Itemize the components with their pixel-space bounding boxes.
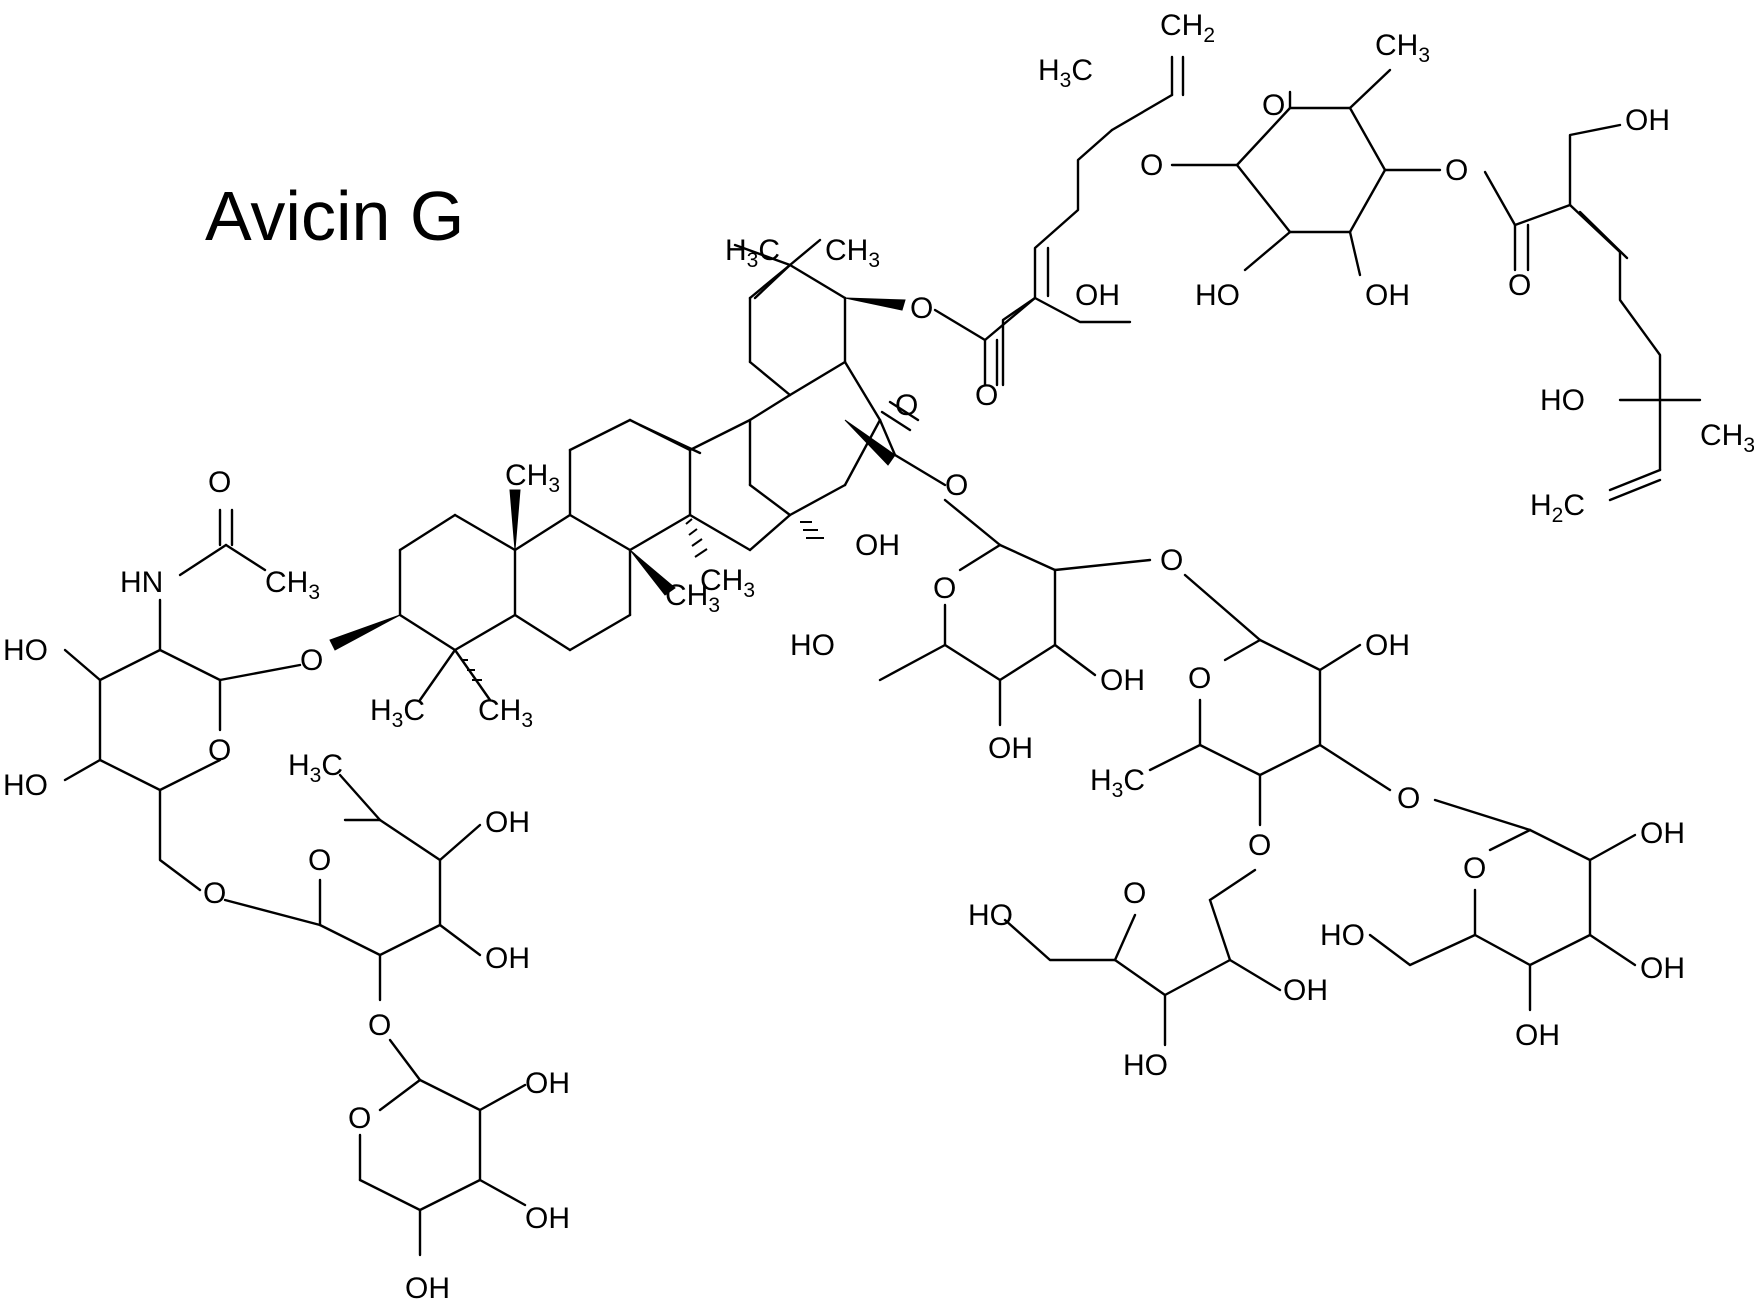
- label-oh-ch2-right: OH: [1625, 104, 1670, 137]
- label-ch3-c8: CH3: [505, 459, 560, 497]
- label-o-glc-ring: O: [933, 572, 956, 605]
- label-ch3-right-chain: CH3: [1700, 419, 1754, 457]
- label-o-link-xyl: O: [368, 1009, 391, 1042]
- label-ho-glcnac-a: HO: [3, 634, 48, 667]
- label-o-link-left: O: [203, 877, 226, 910]
- label-ch3-c14a: CH3: [700, 564, 755, 602]
- label-oh-glc-a: OH: [1100, 664, 1145, 697]
- label-ch3-top: CH3: [1375, 29, 1430, 67]
- label-ch3-acetyl: CH3: [265, 566, 320, 604]
- label-o-ring1: O: [1262, 89, 1285, 122]
- label-hn: HN: [120, 566, 163, 599]
- label-ho-glc-ch2: HO: [790, 629, 835, 662]
- label-oh-glc2-c: OH: [1515, 1019, 1560, 1052]
- label-ho-glcnac-b: HO: [3, 769, 48, 802]
- label-o-link-glc2: O: [1397, 782, 1420, 815]
- label-h2c-right-chain: H2C: [1530, 489, 1585, 527]
- label-o-ring1-ester: O: [1445, 154, 1468, 187]
- label-ho-ara-ch2: HO: [968, 899, 1013, 932]
- label-o-rha-right-ring: O: [1188, 662, 1211, 695]
- label-o-glc2-ring: O: [1463, 852, 1486, 885]
- label-o-vinyl: O: [1140, 149, 1163, 182]
- label-oh-rha-left-b: OH: [485, 942, 530, 975]
- label-h3c-rha-left: H3C: [288, 749, 343, 787]
- label-oh-xyl-c: OH: [405, 1272, 450, 1305]
- label-oh-c16: OH: [855, 529, 900, 562]
- label-oh-rha-left-a: OH: [485, 806, 530, 839]
- label-o-link-glc-rha: O: [1160, 544, 1183, 577]
- compound-title: Avicin G: [205, 177, 464, 255]
- label-h3c-e-ring: H3C: [725, 234, 780, 272]
- label-h3c-rha-right: H3C: [1090, 764, 1145, 802]
- label-h3c-c4: H3C: [370, 694, 425, 732]
- label-o-ara-ring: O: [1123, 877, 1146, 910]
- label-ho-ara-b: HO: [1123, 1049, 1168, 1082]
- label-ch3-c14b: CH3: [665, 579, 720, 617]
- label-o-carbonyl-right: O: [1508, 269, 1531, 302]
- label-h3c-top: H3C: [1038, 54, 1093, 92]
- label-o-acetyl: O: [208, 466, 231, 499]
- label-o-c28-carbonyl: O: [895, 389, 918, 422]
- atom-labels: CH2 H3C CH3 O O O OH HO OH O HO CH3 H2C …: [3, 9, 1754, 1305]
- label-oh-ara-a: OH: [1283, 974, 1328, 1007]
- label-o-glcnac-ring: O: [208, 734, 231, 767]
- label-o-c28-ester: O: [945, 469, 968, 502]
- label-oh-ring1-a: HO: [1195, 279, 1240, 312]
- label-ch3-e-ring: CH3: [825, 234, 880, 272]
- label-o-c3: O: [300, 644, 323, 677]
- label-o-xyl-ring: O: [348, 1102, 371, 1135]
- label-ho-right-chain: HO: [1540, 384, 1585, 417]
- label-oh-mid-chain: OH: [1075, 279, 1120, 312]
- label-oh-glc2-a: OH: [1640, 817, 1685, 850]
- label-oh-rha-right: OH: [1365, 629, 1410, 662]
- label-o-rha-left-ring: O: [308, 844, 331, 877]
- label-oh-glc-b: OH: [988, 732, 1033, 765]
- label-oh-xyl-b: OH: [525, 1202, 570, 1235]
- label-oh-glc2-b: OH: [1640, 952, 1685, 985]
- label-ho-glc2-ch2: HO: [1320, 919, 1365, 952]
- label-o-carbonyl-mid: O: [975, 379, 998, 412]
- label-oh-xyl-a: OH: [525, 1067, 570, 1100]
- label-ch2-top: CH2: [1160, 9, 1215, 47]
- label-oh-ring1-b: OH: [1365, 279, 1410, 312]
- bonds: [63, 55, 1702, 1257]
- label-ch3-c4: CH3: [478, 694, 533, 732]
- label-o-ester-e: O: [910, 292, 933, 325]
- label-o-link-ara: O: [1248, 829, 1271, 862]
